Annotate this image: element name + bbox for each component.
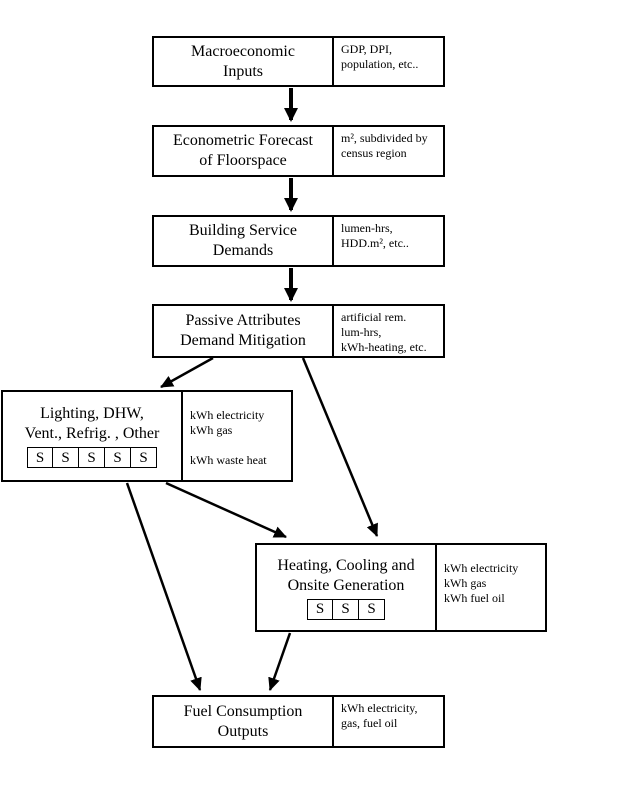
- node-title-line: of Floorspace: [199, 152, 287, 169]
- node-econometric-forecast: Econometric Forecast of Floorspace m², s…: [152, 125, 445, 177]
- annotation-line: kWh electricity,: [341, 701, 418, 715]
- node-title-line: Passive Attributes: [185, 312, 301, 329]
- node-annotation: lumen-hrs, HDD.m², etc..: [332, 217, 443, 265]
- node-title: Fuel Consumption Outputs: [154, 697, 332, 746]
- node-lighting-dhw-vent-refrig-other: Lighting, DHW, Vent., Refrig. , Other S …: [1, 390, 293, 482]
- node-annotation: kWh electricity kWh gas kWh fuel oil: [435, 545, 545, 630]
- segment-row: S S S: [307, 598, 385, 620]
- node-title: Heating, Cooling and Onsite Generation S…: [257, 545, 435, 630]
- node-title: Macroeconomic Inputs: [154, 38, 332, 85]
- segment-cell: S: [53, 447, 79, 468]
- segment-cell: S: [359, 598, 385, 620]
- node-title: Building Service Demands: [154, 217, 332, 265]
- annotation-line: kWh-heating, etc.: [341, 340, 427, 354]
- node-title: Lighting, DHW, Vent., Refrig. , Other S …: [3, 392, 181, 480]
- segment-row: S S S S S: [27, 447, 157, 468]
- annotation-line: gas, fuel oil: [341, 716, 398, 730]
- node-fuel-consumption-outputs: Fuel Consumption Outputs kWh electricity…: [152, 695, 445, 748]
- segment-cell: S: [333, 598, 359, 620]
- node-title-line: Inputs: [223, 62, 263, 80]
- annotation-line: lum-hrs,: [341, 325, 382, 339]
- segment-cell: S: [131, 447, 157, 468]
- segment-cell: S: [79, 447, 105, 468]
- node-title-line: Outputs: [217, 722, 269, 740]
- annotation-line: kWh electricity: [444, 561, 519, 575]
- annotation-line: kWh gas: [444, 576, 487, 590]
- segment-cell: S: [27, 447, 53, 468]
- node-title-line: Lighting, DHW,: [40, 405, 144, 422]
- node-title-line: Econometric Forecast: [173, 132, 313, 149]
- annotation-line: artificial rem.: [341, 310, 407, 324]
- node-building-service-demands: Building Service Demands lumen-hrs, HDD.…: [152, 215, 445, 267]
- node-annotation: artificial rem. lum-hrs, kWh-heating, et…: [332, 306, 443, 356]
- node-annotation: kWh electricity kWh gas kWh waste heat: [181, 392, 291, 480]
- annotation-line: m², subdivided by: [341, 131, 428, 145]
- annotation-line: kWh fuel oil: [444, 591, 505, 605]
- segment-cell: S: [307, 598, 333, 620]
- annotation-line: kWh gas: [190, 423, 233, 437]
- arrow-enduse-to-fuel: [125, 482, 202, 691]
- node-heating-cooling-onsite-generation: Heating, Cooling and Onsite Generation S…: [255, 543, 547, 632]
- node-title: Passive Attributes Demand Mitigation: [154, 306, 332, 356]
- node-title-line: Heating, Cooling and: [277, 556, 415, 574]
- node-title-line: Building Service: [189, 222, 297, 239]
- node-title-line: Demand Mitigation: [180, 332, 306, 349]
- node-title: Econometric Forecast of Floorspace: [154, 127, 332, 175]
- node-annotation: kWh electricity, gas, fuel oil: [332, 697, 443, 746]
- node-title-line: Fuel Consumption: [183, 702, 303, 720]
- node-macroeconomic-inputs: Macroeconomic Inputs GDP, DPI, populatio…: [152, 36, 445, 87]
- annotation-line: [190, 438, 288, 453]
- arrow-enduse-to-hvac: [165, 481, 287, 539]
- arrow-passive-to-enduse: [160, 356, 214, 389]
- node-annotation: GDP, DPI, population, etc..: [332, 38, 443, 85]
- annotation-line: population, etc..: [341, 57, 419, 71]
- segment-cell: S: [105, 447, 131, 468]
- annotation-line: lumen-hrs,: [341, 221, 393, 235]
- node-title-line: Demands: [212, 242, 274, 259]
- annotation-line: kWh waste heat: [190, 453, 267, 467]
- annotation-line: HDD.m², etc..: [341, 236, 409, 250]
- node-title-line: Vent., Refrig. , Other: [24, 425, 160, 442]
- node-title-line: Onsite Generation: [287, 576, 405, 594]
- annotation-line: census region: [341, 146, 407, 160]
- node-passive-attributes: Passive Attributes Demand Mitigation art…: [152, 304, 445, 358]
- node-annotation: m², subdivided by census region: [332, 127, 443, 175]
- annotation-line: kWh electricity: [190, 408, 265, 422]
- annotation-line: GDP, DPI,: [341, 42, 393, 56]
- arrow-hvac-to-fuel: [268, 632, 292, 691]
- arrow-passive-to-hvac: [301, 357, 379, 537]
- node-title-line: Macroeconomic: [191, 42, 295, 60]
